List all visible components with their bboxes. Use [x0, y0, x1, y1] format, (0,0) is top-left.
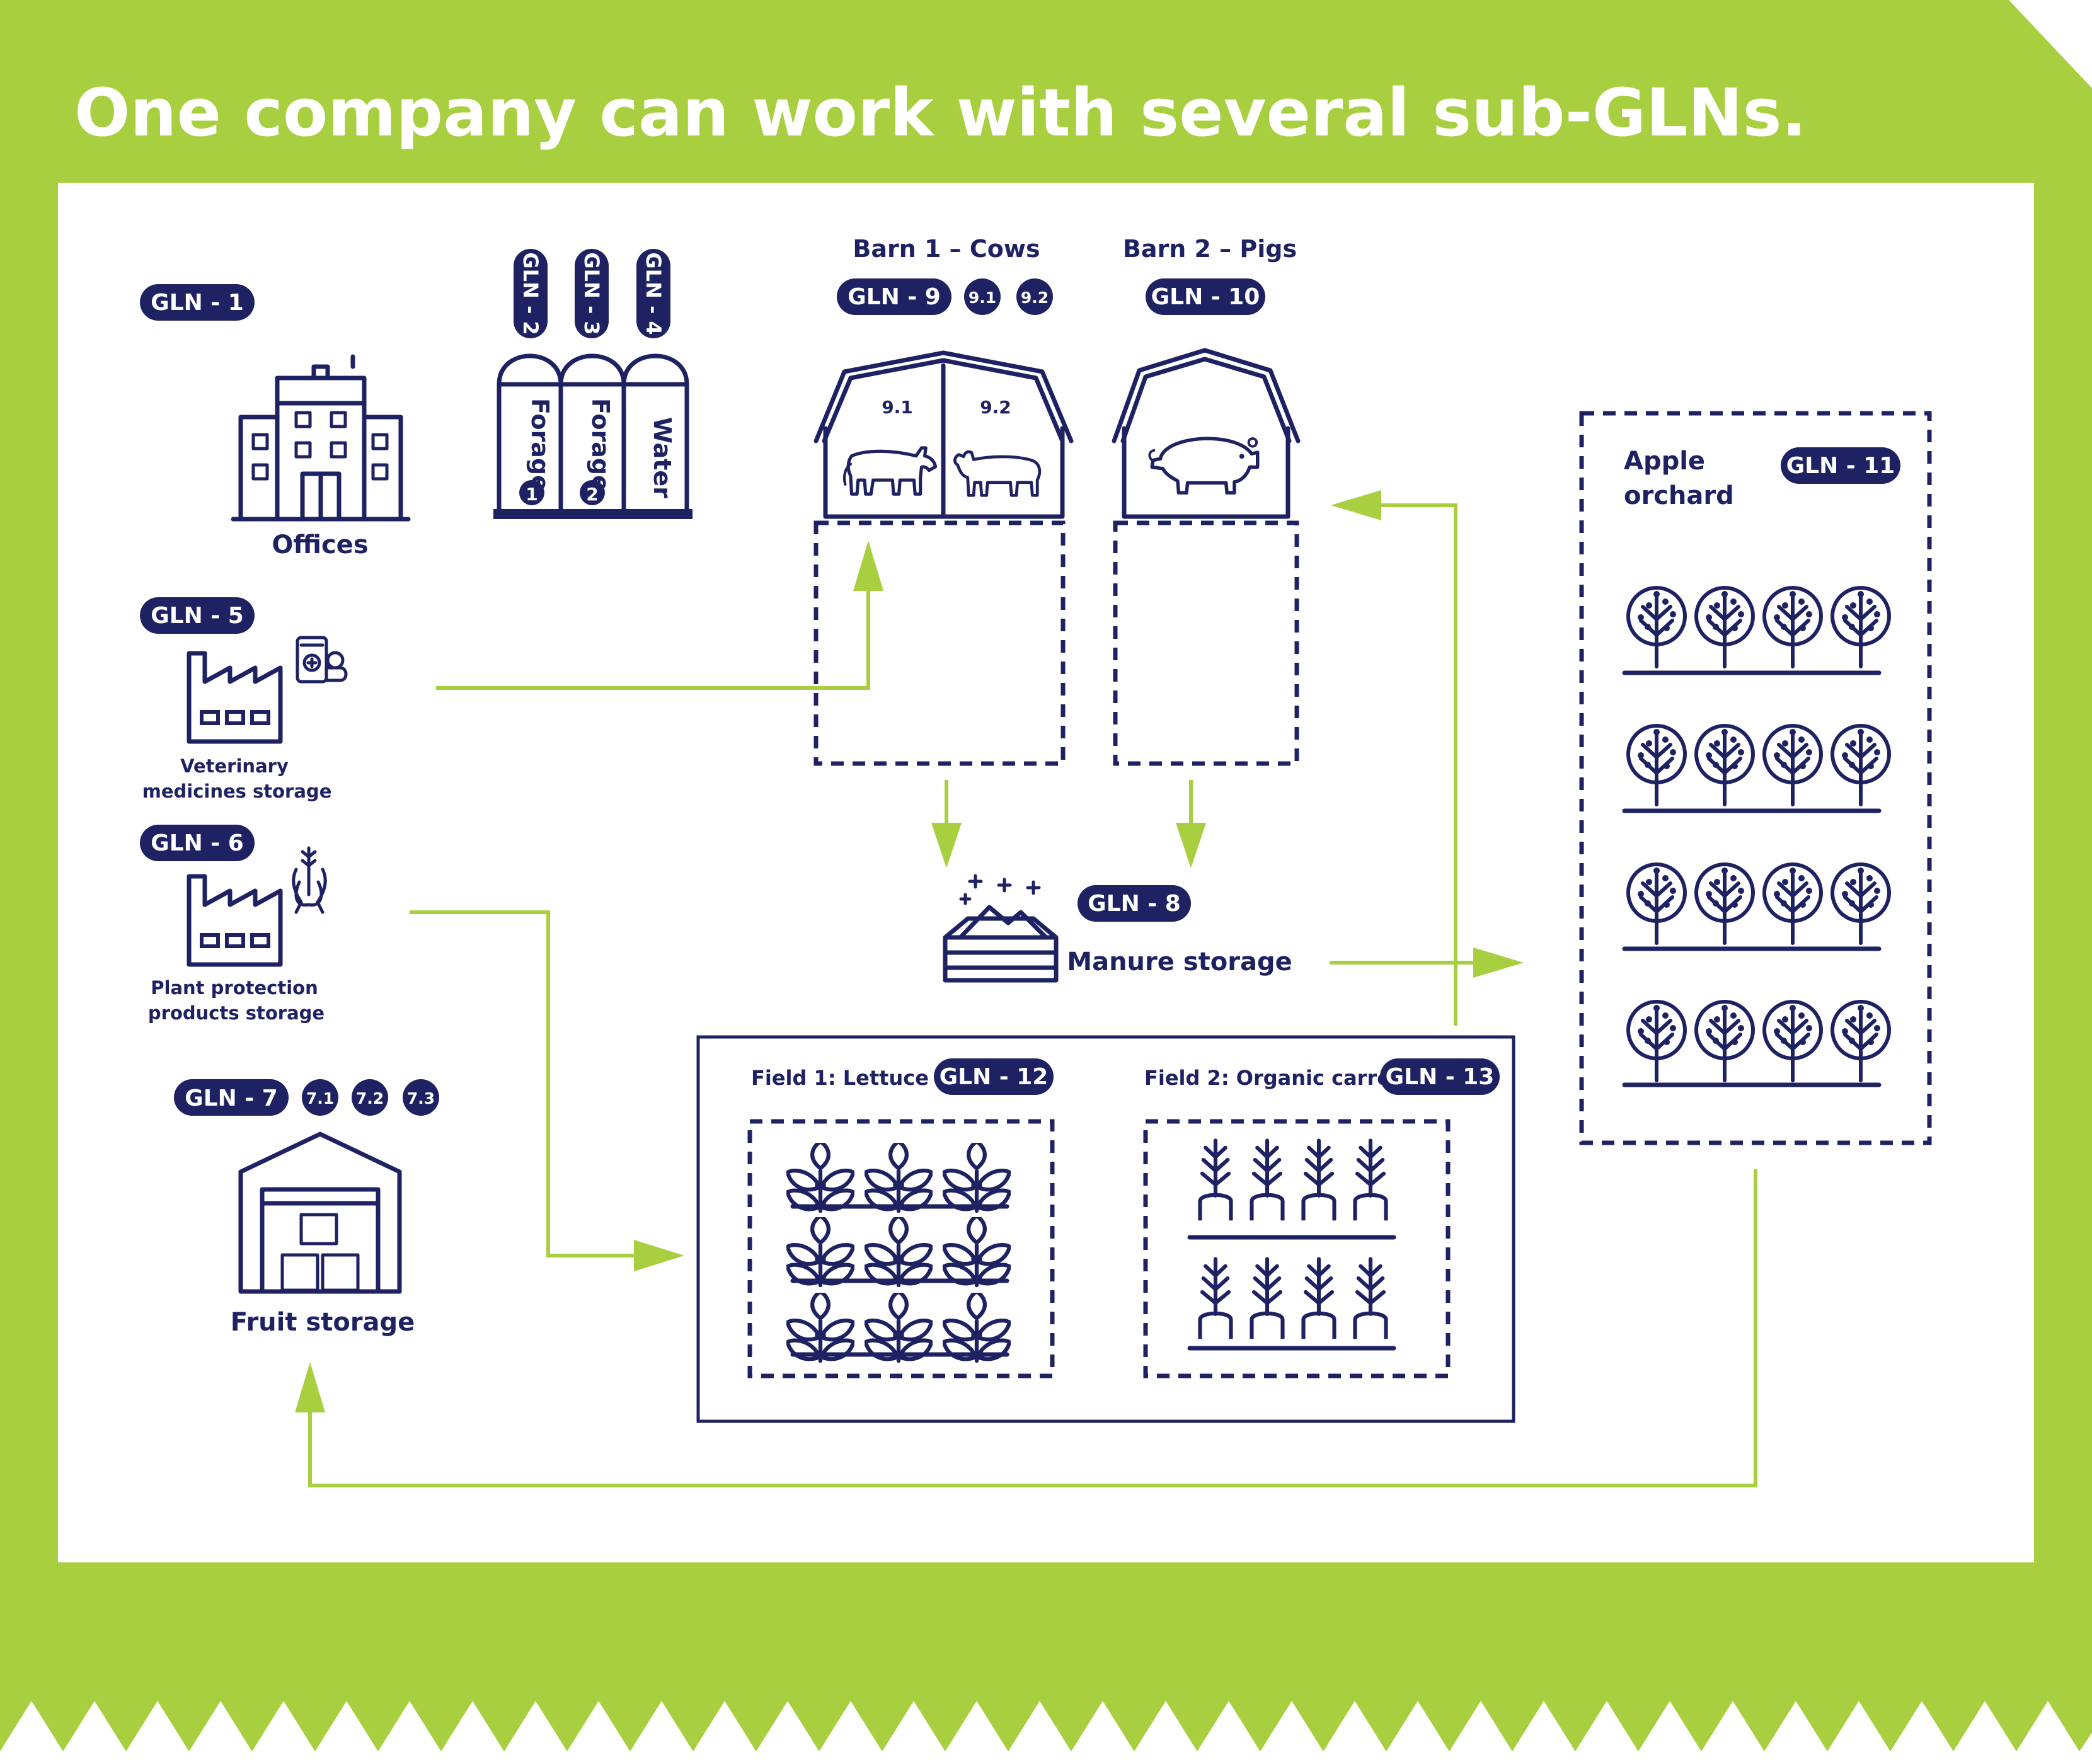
barn1-area — [813, 520, 1066, 766]
offices-label: Offices — [272, 530, 368, 559]
field1-area — [747, 1119, 1055, 1378]
gln-7-badge — [174, 1079, 289, 1116]
content-panel — [58, 183, 2034, 1562]
gln-3-badge — [575, 249, 609, 338]
gln-8-badge — [1078, 885, 1191, 922]
barn2-title: Barn 2 – Pigs — [1123, 235, 1297, 263]
gln-12-label: GLN - 12 — [940, 1064, 1049, 1090]
plant-storage-label-line1: Plant protection — [151, 977, 318, 999]
plant-storage-node: GLN - 6 Plant protection products storag… — [140, 825, 327, 1024]
gln-7-2-badge — [352, 1079, 388, 1116]
office-building-icon — [231, 354, 411, 522]
manure-bin-icon — [943, 874, 1059, 983]
fruit-storage-label: Fruit storage — [231, 1308, 415, 1337]
field2-area — [1143, 1119, 1451, 1378]
vet-storage-node: GLN - 5 Veterinary medicines storage — [140, 597, 348, 802]
gln-13-label: GLN - 13 — [1386, 1064, 1495, 1090]
silo-icon — [493, 353, 693, 519]
carrot-icon — [1187, 1140, 1396, 1351]
fruit-storage-node: GLN - 7 7.1 7.2 7.3 Fruit storage — [174, 1079, 439, 1337]
gln-2-label: GLN - 2 — [519, 252, 543, 335]
manure-storage-node: GLN - 8 Manure storage — [943, 874, 1292, 983]
vet-storage-label-line2: medicines storage — [142, 781, 332, 802]
gln-6-badge — [140, 825, 255, 861]
silo-forage-2-label: Forage — [587, 398, 614, 491]
gln-7-1-label: 7.1 — [306, 1089, 334, 1108]
lettuce-icon — [788, 1142, 1009, 1361]
field2-label: Field 2: Organic carrots — [1144, 1066, 1413, 1090]
gln-9-badge — [837, 278, 951, 315]
gln-12-badge — [934, 1058, 1054, 1095]
barn1-section-1-label: 9.1 — [882, 397, 913, 418]
barn-pig-icon — [1112, 348, 1301, 519]
manure-storage-label: Manure storage — [1067, 948, 1292, 976]
gln-9-1-label: 9.1 — [968, 289, 996, 307]
gln-6-label: GLN - 6 — [151, 830, 244, 856]
silos-node: GLN - 2 GLN - 3 GLN - 4 Forage 1 Forage … — [493, 249, 693, 519]
gln-10-badge — [1146, 278, 1265, 315]
vet-storage-label-line1: Veterinary — [180, 755, 289, 777]
orchard-label-line1: Apple — [1624, 447, 1705, 476]
orchard-label-line2: orchard — [1624, 481, 1734, 510]
gln-2-badge — [514, 249, 548, 338]
barn1-node: Barn 1 – Cows GLN - 9 9.1 9.2 9.1 9.2 — [813, 235, 1074, 766]
arrow-orchard-to-fruit — [308, 1169, 1757, 1487]
gln-1-label: GLN - 1 — [151, 290, 244, 316]
silo-water-label: Water — [648, 417, 676, 498]
gln-3-label: GLN - 3 — [580, 252, 604, 335]
flow-arrows — [295, 490, 1757, 1487]
gln-5-label: GLN - 5 — [151, 603, 244, 629]
gln-7-label: GLN - 7 — [185, 1085, 278, 1111]
gln-1-badge — [140, 284, 255, 321]
arrow-fields-to-barn2 — [1380, 503, 1457, 1026]
gln-9-2-badge — [1016, 278, 1053, 315]
apple-tree-icon — [1622, 588, 1889, 1087]
silo-1-number: 1 — [526, 484, 537, 505]
gln-4-badge — [636, 249, 670, 338]
gln-13-badge — [1380, 1058, 1500, 1095]
warehouse-icon — [238, 1131, 402, 1294]
gln-7-2-label: 7.2 — [356, 1089, 384, 1108]
barn2-area — [1113, 520, 1299, 766]
plant-storage-label-line2: products storage — [148, 1002, 325, 1024]
gln-8-label: GLN - 8 — [1088, 891, 1181, 917]
gln-4-label: GLN - 4 — [641, 252, 665, 335]
silo-2-number: 2 — [586, 484, 598, 505]
zigzag-edge — [0, 1701, 2092, 1764]
gln-9-2-label: 9.2 — [1021, 289, 1049, 307]
field1-node: Field 1: Lettuce GLN - 12 — [747, 1058, 1055, 1378]
gln-9-label: GLN - 9 — [848, 284, 941, 310]
field1-label: Field 1: Lettuce — [751, 1066, 929, 1090]
gln-5-badge — [140, 597, 255, 634]
gln-7-3-badge — [403, 1079, 439, 1116]
hands-plant-icon — [292, 846, 327, 914]
gln-7-3-label: 7.3 — [407, 1089, 435, 1108]
medicine-icon — [296, 636, 348, 684]
barn-cows-icon — [813, 350, 1074, 519]
offices-node: GLN - 1 Offices — [140, 284, 411, 559]
gln-7-1-badge — [302, 1079, 338, 1116]
gln-9-1-badge — [964, 278, 1001, 315]
orchard-area — [1579, 411, 1932, 1145]
gln-11-badge — [1781, 447, 1900, 484]
arrow-plant-to-fields — [410, 910, 636, 1257]
gln-10-label: GLN - 10 — [1151, 284, 1260, 310]
silo-forage-1-label: Forage — [526, 398, 554, 491]
gln-11-label: GLN - 11 — [1786, 453, 1895, 479]
barn1-section-2-label: 9.2 — [980, 397, 1011, 418]
barn1-title: Barn 1 – Cows — [853, 235, 1040, 263]
orchard-node: Apple orchard GLN - 11 — [1579, 411, 1932, 1145]
barn2-node: Barn 2 – Pigs GLN - 10 — [1112, 235, 1301, 766]
field2-node: Field 2: Organic carrots GLN - 13 — [1143, 1058, 1500, 1378]
arrow-vet-to-barn1 — [436, 573, 870, 690]
silo-1-number-badge — [519, 480, 544, 505]
page-title: One company can work with several sub-GL… — [74, 74, 1807, 151]
fields-container — [696, 1035, 1515, 1423]
silo-2-number-badge — [580, 480, 605, 505]
